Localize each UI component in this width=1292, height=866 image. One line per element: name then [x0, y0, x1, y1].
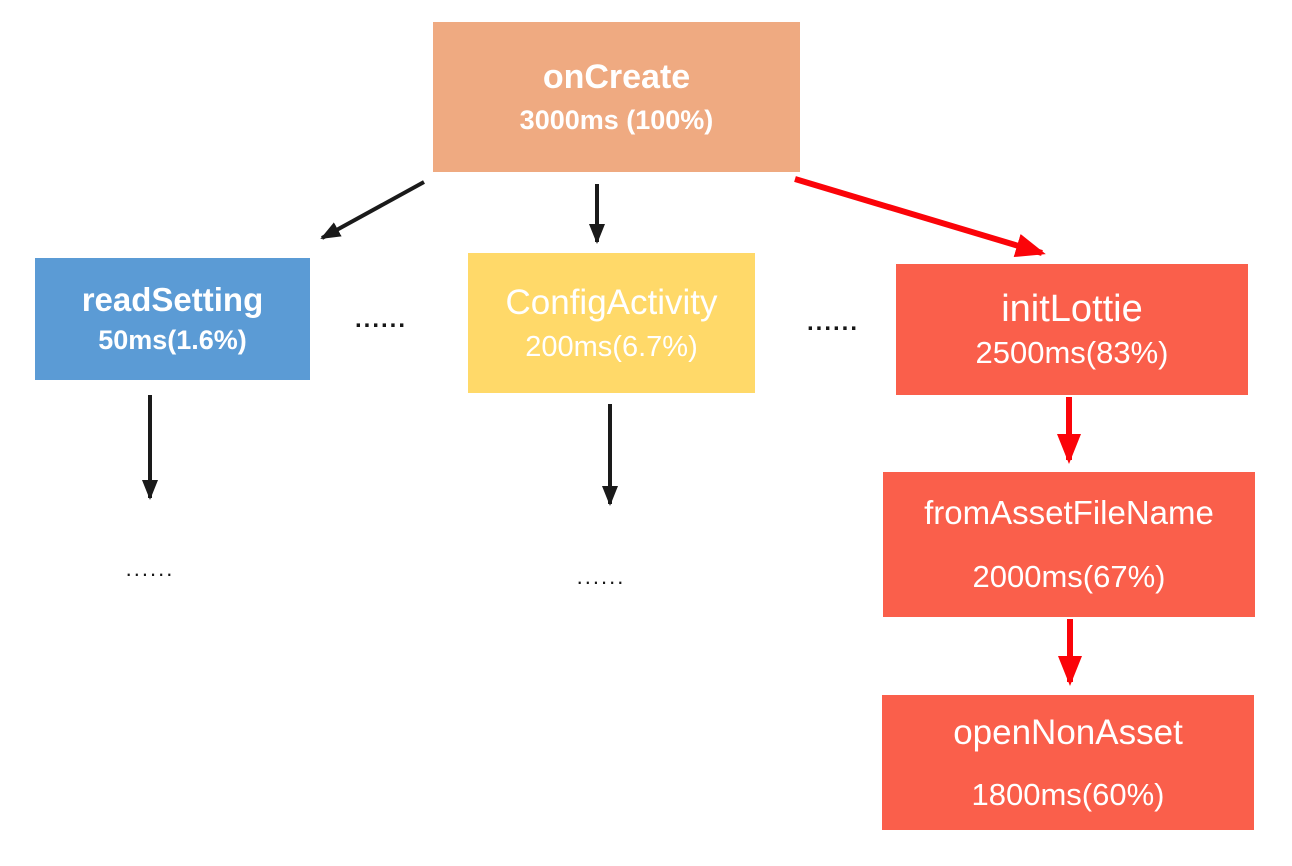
ellipsis-below-configactivity: ......: [576, 564, 626, 589]
node-fromassetfilename: fromAssetFileName 2000ms(67%): [883, 472, 1255, 617]
node-readsetting-label: readSetting: [81, 281, 264, 319]
node-configactivity: ConfigActivity 200ms(6.7%): [468, 253, 755, 393]
node-readsetting-metric: 50ms(1.6%): [98, 325, 247, 356]
node-readsetting: readSetting 50ms(1.6%): [35, 258, 310, 380]
node-fromassetfilename-label: fromAssetFileName: [924, 493, 1214, 531]
node-configactivity-label: ConfigActivity: [505, 283, 718, 323]
ellipsis-between-configactivity-initlottie: ......: [806, 309, 860, 336]
node-opennonasset-metric: 1800ms(60%): [971, 776, 1165, 812]
node-oncreate-label: onCreate: [542, 58, 691, 97]
arrow-oncreate-to-readsetting: [320, 180, 425, 240]
node-oncreate-metric: 3000ms (100%): [519, 105, 714, 136]
node-configactivity-metric: 200ms(6.7%): [525, 330, 698, 363]
arrow-oncreate-to-initlottie: [794, 176, 1046, 258]
node-oncreate: onCreate 3000ms (100%): [433, 22, 800, 172]
node-initlottie-metric: 2500ms(83%): [975, 335, 1169, 371]
ellipsis-between-readsetting-configactivity: ......: [354, 306, 408, 333]
node-opennonasset-label: openNonAsset: [953, 712, 1183, 752]
node-opennonasset: openNonAsset 1800ms(60%): [882, 695, 1254, 830]
node-initlottie: initLottie 2500ms(83%): [896, 264, 1248, 395]
node-initlottie-label: initLottie: [1001, 288, 1143, 331]
node-fromassetfilename-metric: 2000ms(67%): [972, 558, 1166, 594]
ellipsis-below-readsetting: ......: [125, 556, 175, 581]
